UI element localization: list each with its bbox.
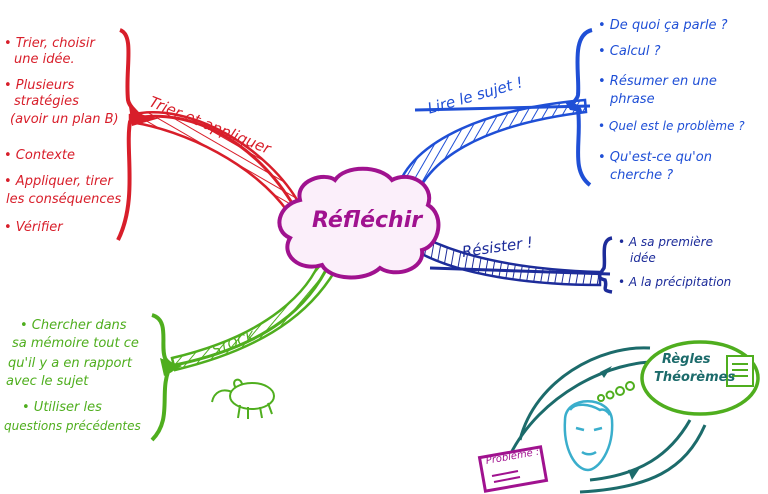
list-item: les conséquences <box>6 192 122 207</box>
list-item: sa mémoire tout ce <box>12 336 139 351</box>
branch-stock <box>150 254 342 442</box>
problem-card <box>477 445 549 493</box>
bubble-rules-label: Règles <box>662 352 711 367</box>
list-item: • De quoi ça parle ? <box>598 18 728 33</box>
list-item: une idée. <box>14 52 75 67</box>
arrow-head-icon <box>600 366 612 378</box>
list-item: • Vérifier <box>4 220 63 235</box>
document-icon <box>726 355 754 387</box>
list-item: • Calcul ? <box>598 44 661 59</box>
list-item: cherche ? <box>610 168 674 183</box>
list-item: • A sa première <box>618 235 713 249</box>
center-label: Réfléchir <box>312 208 423 233</box>
branch-resister <box>416 236 613 294</box>
list-item: • Quel est le problème ? <box>598 119 745 133</box>
list-item: (avoir un plan B) <box>10 112 119 127</box>
elephant-icon <box>211 378 275 419</box>
list-item: • Résumer en une <box>598 74 717 89</box>
list-item: • Appliquer, tirer <box>4 174 113 189</box>
list-item: • Qu'est-ce qu'on <box>598 150 712 165</box>
face-icon <box>563 400 614 472</box>
list-item: • Plusieurs <box>4 78 75 93</box>
branch-trier-appliquer <box>116 28 302 241</box>
list-item: qu'il y a en rapport <box>8 356 132 371</box>
list-item: questions précédentes <box>4 419 141 433</box>
list-item: avec le sujet <box>6 374 89 389</box>
center-cloud <box>277 166 441 280</box>
list-item: idée <box>630 251 656 265</box>
bubble-theorems-label: Théorèmes <box>654 370 736 385</box>
list-item: stratégies <box>14 94 79 109</box>
list-item: • Chercher dans <box>20 318 127 333</box>
branch-lire-sujet <box>393 28 593 207</box>
list-item: • Utiliser les <box>22 400 102 415</box>
list-item: phrase <box>610 92 655 107</box>
list-item: • A la précipitation <box>618 275 732 289</box>
reasoning-illustration <box>477 340 760 494</box>
arrow-head-icon <box>628 468 640 480</box>
list-item: • Trier, choisir <box>4 36 95 51</box>
list-item: • Contexte <box>4 148 75 163</box>
